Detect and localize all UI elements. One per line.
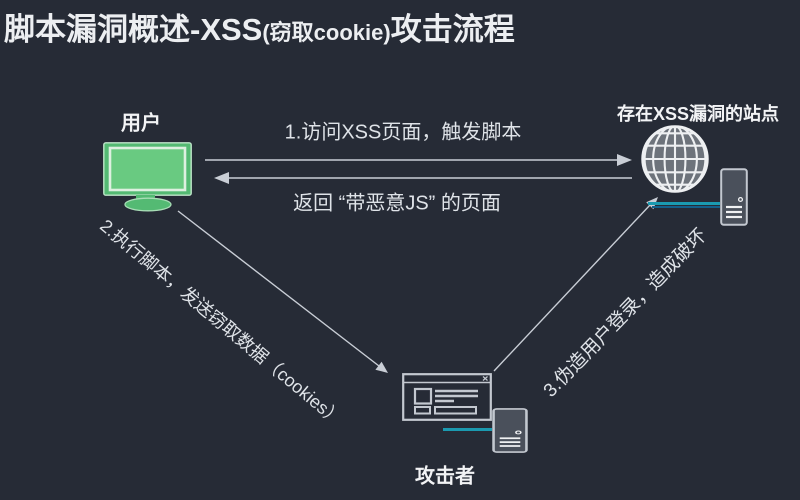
arrow-return xyxy=(214,172,632,184)
browser-window-icon xyxy=(402,373,492,421)
page-title-main: 脚本漏洞概述-XSS xyxy=(4,12,263,47)
server-icon xyxy=(720,168,748,226)
globe-icon xyxy=(641,125,709,193)
edge-label-forge: 3.伪造用户登录，造成破坏 xyxy=(539,225,712,402)
page-title-suffix: 攻击流程 xyxy=(390,12,515,47)
page-title-paren: (窃取cookie) xyxy=(262,20,391,45)
arrow-visit xyxy=(205,154,632,166)
edge-label-steal: 2.执行脚本，发送窃取数据（cookies） xyxy=(96,215,347,431)
attacker-link-line xyxy=(443,428,492,431)
monitor-icon xyxy=(103,142,192,212)
site-link-line xyxy=(648,202,720,205)
attacker-node-label: 攻击者 xyxy=(415,465,475,488)
user-node-label: 用户 xyxy=(121,112,161,135)
page-title: 脚本漏洞概述-XSS(窃取cookie)攻击流程 xyxy=(4,4,515,49)
site-node-label: 存在XSS漏洞的站点 xyxy=(616,104,780,124)
edge-label-return: 返回 “带恶意JS” 的页面 xyxy=(293,192,501,215)
close-icon xyxy=(482,376,488,381)
edge-label-visit: 1.访问XSS页面，触发脚本 xyxy=(284,121,522,144)
site-link-line-shadow xyxy=(652,206,720,208)
server-icon xyxy=(492,408,528,453)
arrow-steal xyxy=(177,210,388,373)
